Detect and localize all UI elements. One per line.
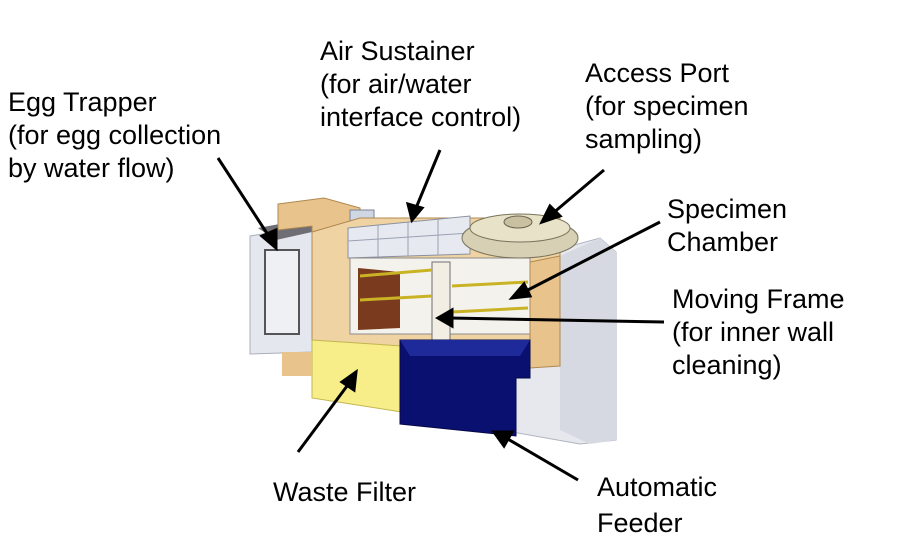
air-sustainer-desc-2: interface control)	[320, 102, 522, 132]
air-sustainer-desc-1: (for air/water	[320, 69, 472, 99]
access-port-desc-1: (for specimen	[585, 91, 749, 121]
egg-trapper-title: Egg Trapper	[8, 87, 157, 117]
right-housing-side	[560, 238, 616, 444]
arrow-access-port	[551, 168, 605, 216]
specimen-rods	[359, 268, 529, 314]
right-tan-column	[529, 255, 561, 369]
moving-frame-desc-1: (for inner wall	[672, 317, 835, 347]
arrow-automatic-feeder	[505, 436, 579, 482]
arrow-waste-filter	[296, 381, 352, 453]
arrow-air-sustainer	[414, 149, 442, 209]
automatic-feeder-line-1: Automatic	[597, 472, 718, 502]
egg-trapper-desc-1: (for egg collection	[8, 120, 222, 150]
specimen-chamber-line-1: Specimen	[667, 194, 788, 224]
access-port-title: Access Port	[585, 58, 730, 88]
air-sustainer-grid-lines	[347, 219, 471, 257]
moving-frame-label: Moving Frame (for inner wall cleaning)	[672, 283, 845, 382]
access-port-desc-2: sampling)	[585, 124, 703, 154]
moving-frame-title: Moving Frame	[672, 284, 845, 314]
feeder-top-face	[400, 340, 530, 356]
egg-trapper-window	[264, 249, 300, 335]
automatic-feeder-line-2: Feeder	[597, 508, 683, 538]
air-sustainer-title: Air Sustainer	[320, 36, 475, 66]
arrow-specimen-chamber	[523, 220, 661, 294]
waste-filter-title: Waste Filter	[273, 477, 417, 507]
access-port-cap	[503, 215, 533, 229]
pointer-arrows	[216, 149, 665, 482]
egg-trapper-label: Egg Trapper (for egg collection by water…	[8, 86, 221, 185]
arrow-egg-trapper	[216, 157, 272, 239]
egg-trapper-desc-2: by water flow)	[8, 153, 175, 183]
waste-filter-label: Waste Filter	[273, 476, 416, 509]
moving-frame-desc-2: cleaning)	[672, 350, 782, 380]
specimen-chamber-line-2: Chamber	[667, 227, 779, 257]
air-sustainer-label: Air Sustainer (for air/water interface c…	[320, 35, 521, 134]
moving-frame-panel	[431, 261, 451, 343]
automatic-feeder-label: Automatic Feeder	[597, 469, 717, 541]
arrow-moving-frame	[449, 316, 665, 324]
lower-tan-base	[282, 352, 312, 376]
specimen-chamber-label: Specimen Chamber	[667, 193, 787, 259]
access-port-label: Access Port (for specimen sampling)	[585, 57, 749, 156]
